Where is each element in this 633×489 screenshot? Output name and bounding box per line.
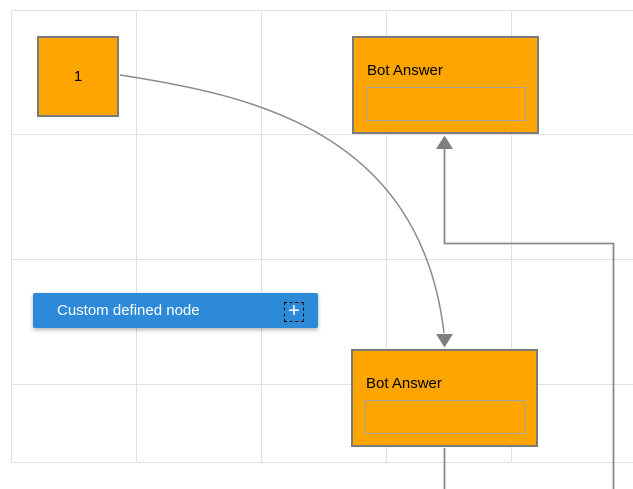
node-start-label: 1 [73, 68, 83, 85]
node-bot-answer-bottom[interactable]: Bot Answer [351, 349, 538, 447]
add-port-button[interactable]: + [284, 300, 304, 322]
node-custom-defined[interactable]: Custom defined node + [33, 293, 318, 328]
plus-icon: + [288, 300, 300, 322]
custom-node-label: Custom defined node [57, 302, 200, 319]
connector-curve[interactable] [119, 74, 445, 334]
arrowhead-up-icon [436, 135, 453, 149]
node-title: Bot Answer [366, 375, 442, 392]
node-start[interactable]: 1 [37, 36, 119, 117]
node-title: Bot Answer [367, 62, 443, 79]
answer-field [366, 87, 526, 121]
node-bot-answer-top[interactable]: Bot Answer [352, 36, 539, 134]
connector-elbow[interactable] [443, 149, 615, 489]
answer-field [365, 400, 525, 434]
arrowhead-down-icon [436, 334, 453, 348]
